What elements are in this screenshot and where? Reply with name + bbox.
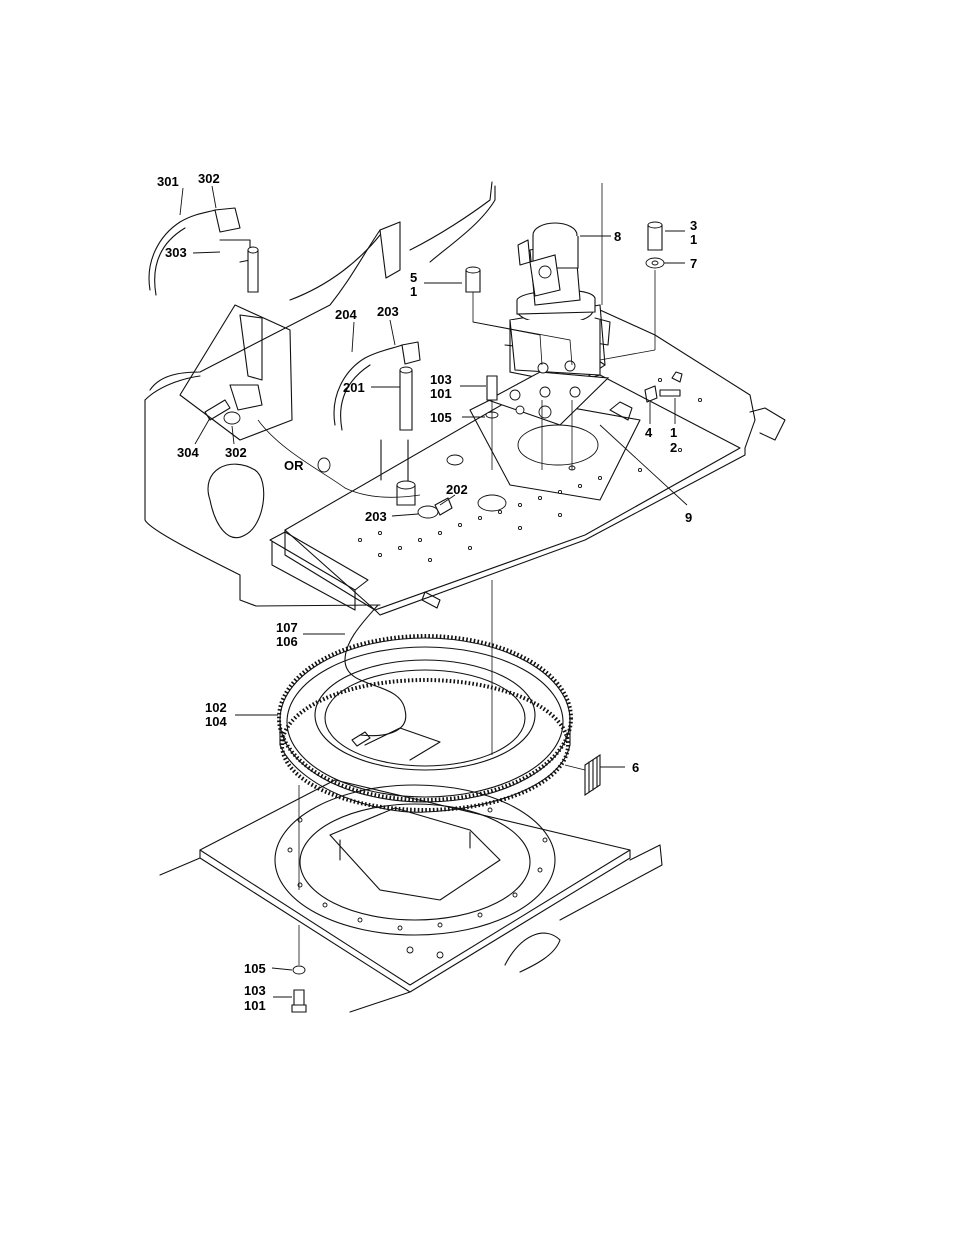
callout-7: 7 xyxy=(690,256,697,271)
callout-302: 302 xyxy=(225,445,247,460)
fastener-5 xyxy=(465,266,481,293)
callout-4: 4 xyxy=(645,425,653,440)
deck-bolt-holes xyxy=(357,377,703,563)
callout-102: 102 xyxy=(205,700,227,715)
callout-303: 303 xyxy=(165,245,187,260)
callout-202: 202 xyxy=(446,482,468,497)
callout-6: 6 xyxy=(632,760,639,775)
lock-pin-201 xyxy=(333,341,453,519)
swing-bearing-gear xyxy=(277,634,573,813)
turntable-frame xyxy=(144,181,786,616)
callout-8: 8 xyxy=(614,229,621,244)
callout-204: 204 xyxy=(335,307,357,322)
lock-clip-304 xyxy=(204,384,263,425)
callout-3: 3 xyxy=(690,218,697,233)
callout-2: 2 xyxy=(670,440,677,455)
base-plate xyxy=(159,779,663,1013)
callout-or: OR xyxy=(284,458,304,473)
fastener-3 xyxy=(645,221,665,269)
callout-1: 1 xyxy=(670,425,677,440)
callout-104: 104 xyxy=(205,714,227,729)
callout-203: 203 xyxy=(377,304,399,319)
fastener-103-bottom xyxy=(291,965,307,1013)
callout-105: 105 xyxy=(430,410,452,425)
callout-101: 101 xyxy=(430,386,452,401)
callout-301: 301 xyxy=(157,174,179,189)
hydraulic-hose xyxy=(344,604,407,737)
shim-pack xyxy=(584,753,601,797)
callout-107: 107 xyxy=(276,620,298,635)
callout-304: 304 xyxy=(177,445,199,460)
callout-103: 103 xyxy=(244,983,266,998)
callout-1: 1 xyxy=(690,232,697,247)
callout-labels: 301 302 303 304 302 204 203 201 202 203 … xyxy=(157,171,697,1013)
callout-106: 106 xyxy=(276,634,298,649)
swing-drive-motor xyxy=(486,222,611,426)
callout-302: 302 xyxy=(198,171,220,186)
callout-101: 101 xyxy=(244,998,266,1013)
callout-5: 5 xyxy=(410,270,417,285)
callout-201: 201 xyxy=(343,380,365,395)
leader-lines xyxy=(179,183,688,998)
callout-1: 1 xyxy=(410,284,417,299)
callout-9: 9 xyxy=(685,510,692,525)
callout-105: 105 xyxy=(244,961,266,976)
callout-203: 203 xyxy=(365,509,387,524)
lock-pin-301 xyxy=(148,207,259,296)
callout-103: 103 xyxy=(430,372,452,387)
base-bolt-holes xyxy=(287,807,548,959)
fastener-4 xyxy=(644,385,681,403)
